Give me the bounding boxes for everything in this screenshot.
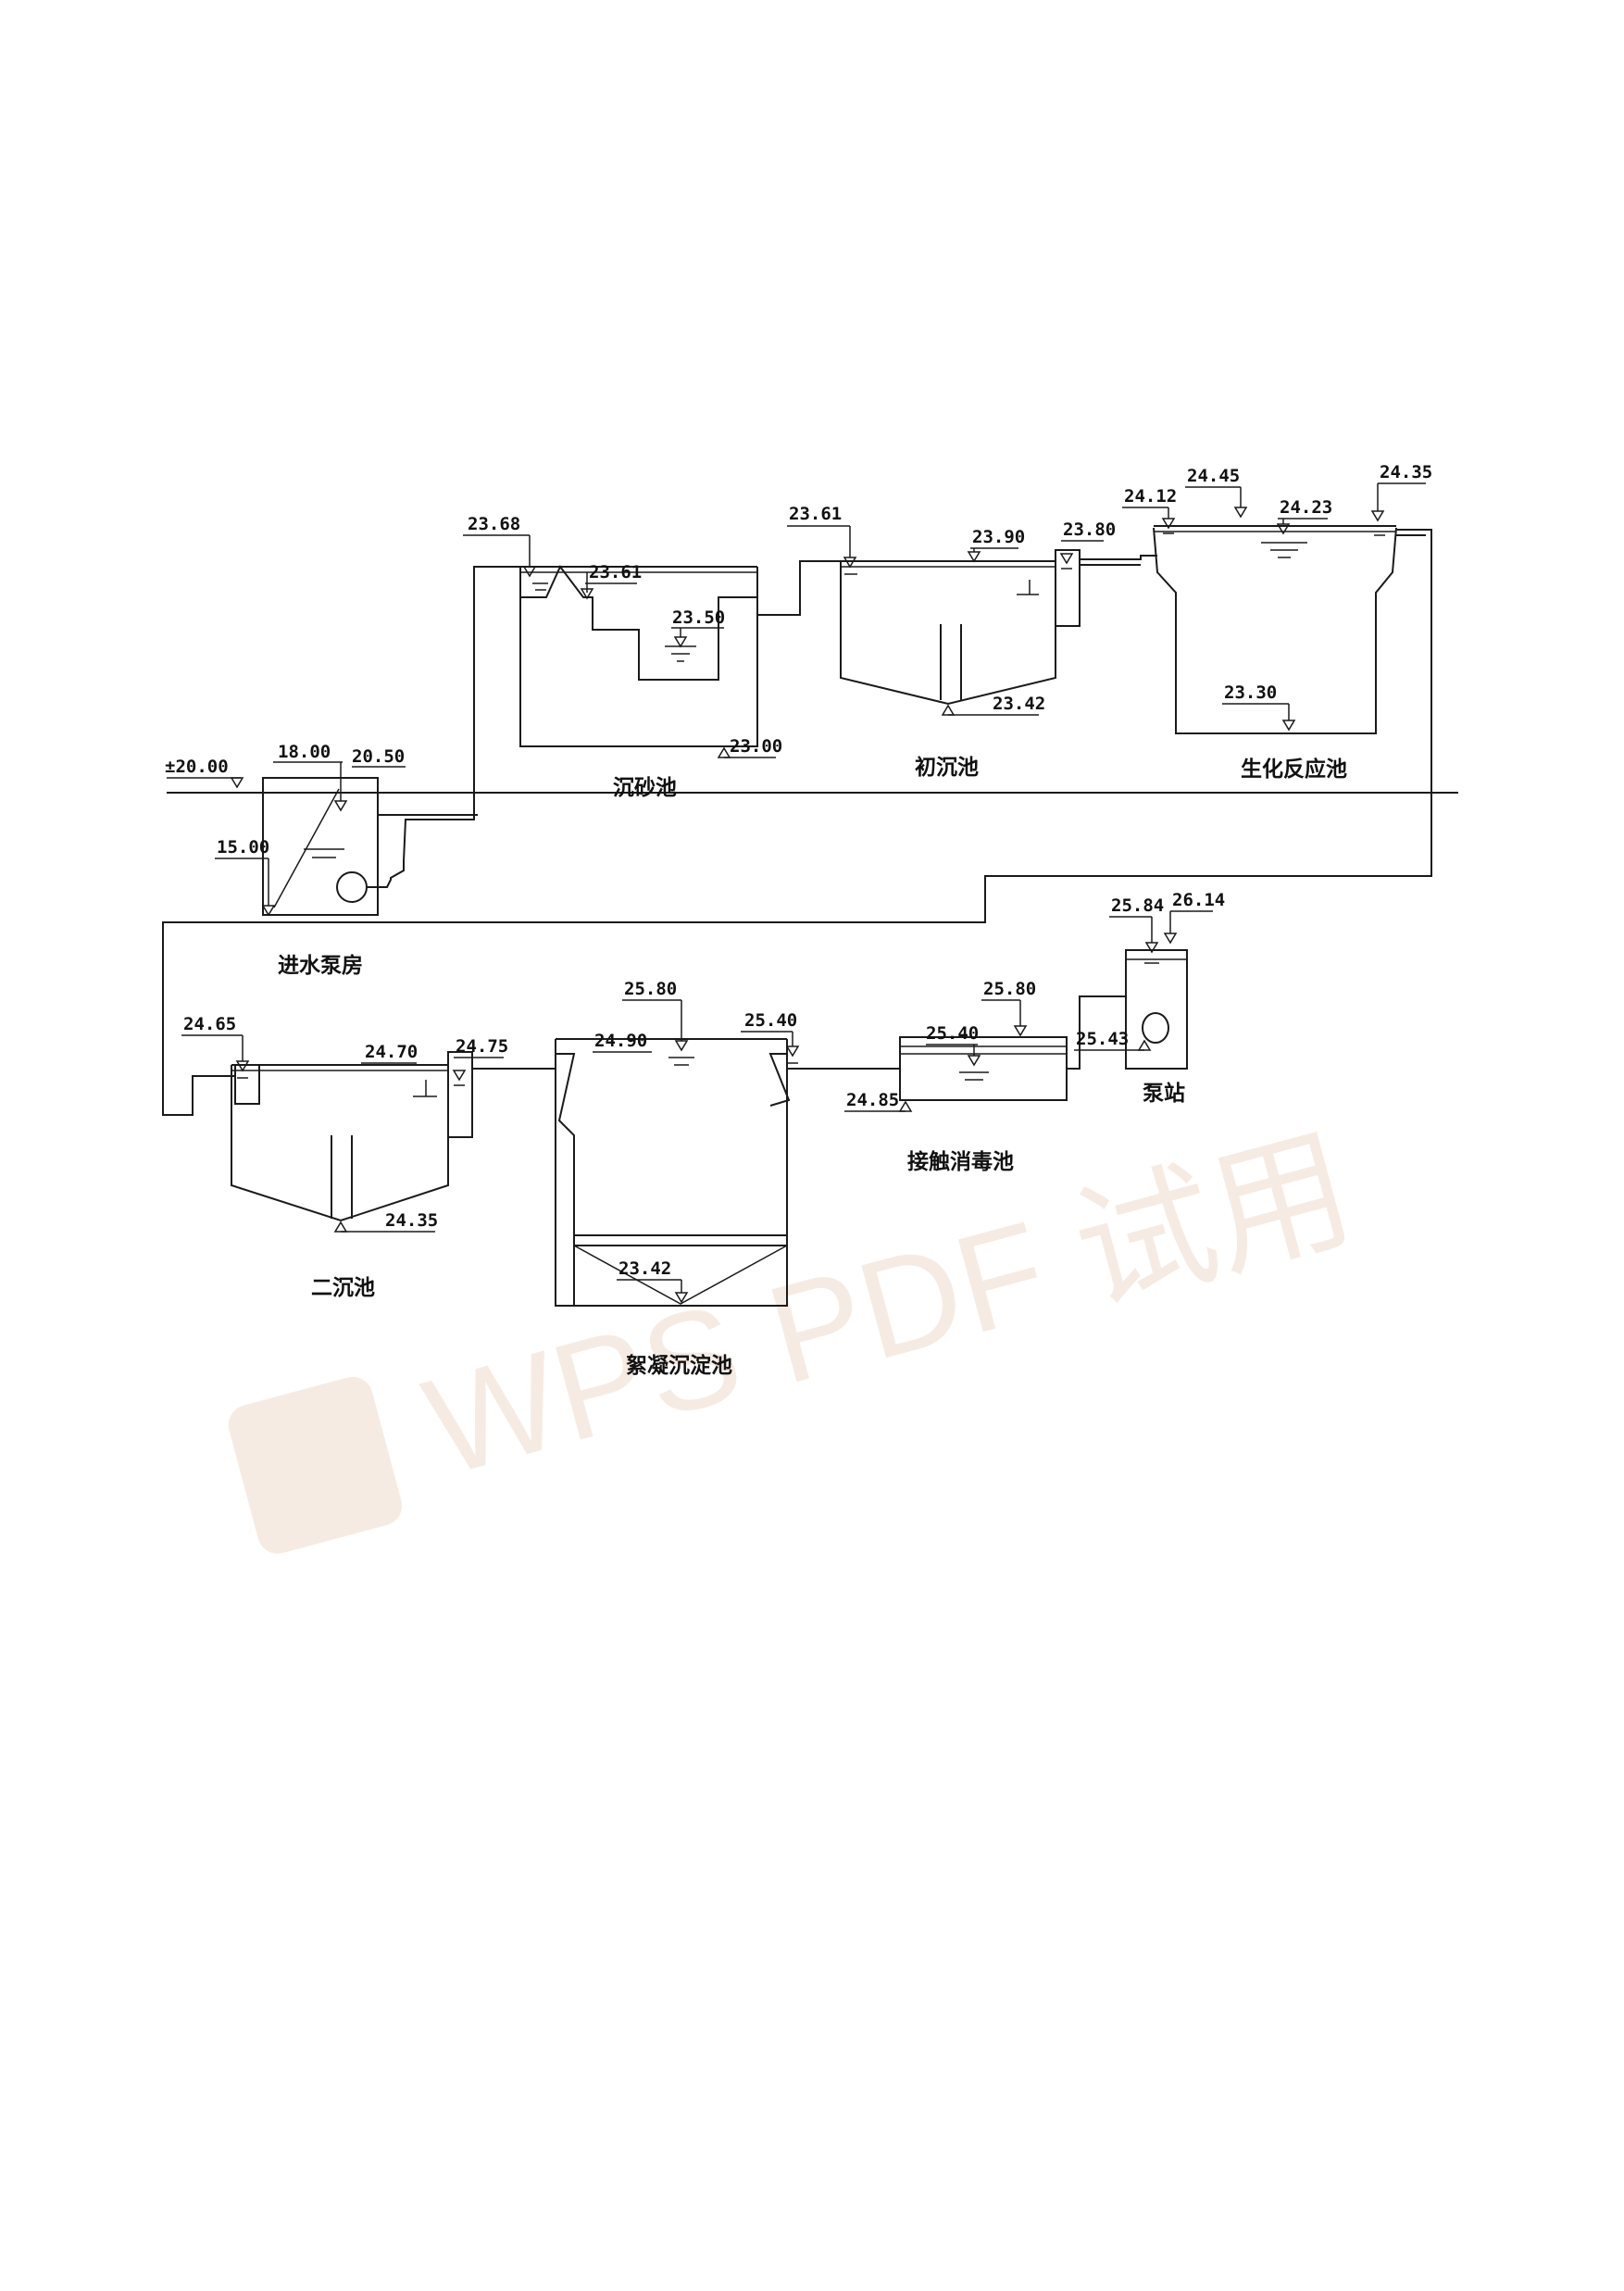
label-bio-reactor: 生化反应池 <box>1241 757 1347 782</box>
label-grit-chamber: 沉砂池 <box>613 775 677 800</box>
pump-station-pump-icon <box>1142 1012 1169 1044</box>
pipe-grit-to-primary <box>757 560 841 616</box>
elev-dis-water: 25.40 <box>926 1023 979 1044</box>
label-intake-pump-house: 进水泵房 <box>278 953 363 978</box>
unit-primary-clarifier: 23.61 23.90 23.80 23.42 初沉池 <box>787 504 1116 780</box>
elev-floc-top: 25.80 <box>624 979 677 999</box>
elev-floc-out: 25.40 <box>744 1010 797 1031</box>
unit-intake-pump-house: 18.00 20.50 15.00 进水泵房 <box>215 742 406 978</box>
unit-disinfection-tank: 25.80 25.40 24.85 接触消毒池 <box>844 979 1068 1174</box>
label-secondary-clarifier: 二沉池 <box>311 1275 375 1300</box>
elev-bio-out: 24.35 <box>1380 462 1432 482</box>
elev-primary-out: 23.80 <box>1063 520 1116 540</box>
watermark-text: WPS PDF 试用 <box>410 1109 1368 1506</box>
unit-floc-tank: 25.80 24.90 25.40 23.42 絮凝沉淀池 <box>555 979 800 1378</box>
label-pump-station: 泵站 <box>1143 1081 1185 1106</box>
elev-sec-bottom: 24.35 <box>385 1210 438 1231</box>
elev-primary-surface: 23.90 <box>972 527 1025 547</box>
elev-primary-bottom: 23.42 <box>993 694 1045 714</box>
elev-sec-water: 24.70 <box>365 1042 418 1062</box>
elev-intake-inlet: 18.00 <box>278 742 331 762</box>
elev-dis-top: 25.80 <box>983 979 1036 999</box>
elev-pump-top: 26.14 <box>1172 890 1225 910</box>
watermark: WPS PDF 试用 <box>228 1109 1368 1554</box>
elev-pump-in: 25.84 <box>1111 895 1164 916</box>
elev-grit-surface: 23.61 <box>589 562 642 582</box>
pipe-primary-to-bio <box>1080 555 1157 560</box>
ground-level-marker-icon <box>230 777 244 789</box>
elev-sec-out: 24.75 <box>456 1036 508 1057</box>
elev-grit-water: 23.50 <box>672 607 725 628</box>
elev-grit-bottom: 23.00 <box>730 736 782 757</box>
elev-bio-top: 24.45 <box>1187 466 1240 486</box>
watermark-logo-icon <box>228 1376 403 1554</box>
elev-pump-bottom: 25.43 <box>1076 1029 1129 1049</box>
elev-bio-bottom: 23.30 <box>1224 682 1277 703</box>
pipe-intake-to-grit <box>367 566 520 888</box>
unit-pump-station: 25.84 26.14 25.43 泵站 <box>1074 890 1225 1106</box>
elev-dis-bottom: 24.85 <box>846 1090 899 1110</box>
pump-icon <box>336 871 368 903</box>
elev-intake-bottom: 15.00 <box>217 837 269 858</box>
unit-secondary-clarifier: 24.65 24.70 24.75 24.35 二沉池 <box>181 1014 508 1300</box>
label-disinfection-tank: 接触消毒池 <box>907 1149 1014 1174</box>
elev-floc-water: 24.90 <box>594 1031 647 1051</box>
label-primary-clarifier: 初沉池 <box>915 755 979 780</box>
elev-intake-top: 20.50 <box>352 746 405 767</box>
unit-bio-reactor: 24.12 24.45 24.23 24.35 23.30 生化反应池 <box>1122 462 1432 782</box>
elev-primary-in: 23.61 <box>789 504 842 524</box>
elev-bio-in: 24.12 <box>1124 486 1177 507</box>
elev-bio-water: 24.23 <box>1280 497 1332 518</box>
unit-grit-chamber: 23.68 23.61 23.50 23.00 沉砂池 <box>463 514 782 800</box>
elev-floc-bottom: 23.42 <box>618 1258 671 1279</box>
pipe-disinfection-to-pump <box>1067 995 1126 1070</box>
pipe-bio-to-secondary <box>162 529 1432 1116</box>
elev-ground: ±20.00 <box>165 757 229 777</box>
label-floc-tank: 絮凝沉淀池 <box>626 1353 732 1378</box>
elev-sec-in: 24.65 <box>183 1014 236 1034</box>
elev-grit-in: 23.68 <box>468 514 520 534</box>
